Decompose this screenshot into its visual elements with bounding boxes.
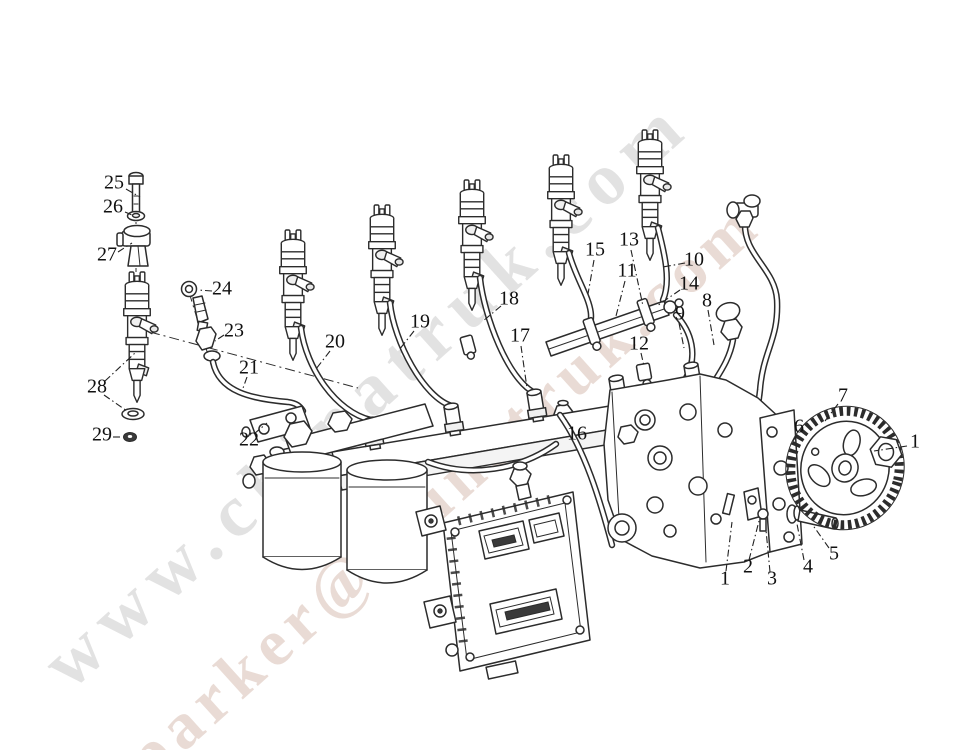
- part-label-17: 17: [510, 325, 530, 347]
- leader-line-16: [563, 416, 573, 429]
- leader-line-25: [125, 188, 141, 198]
- banjo-fitting: [726, 194, 761, 228]
- pipe-clamp: [459, 334, 477, 360]
- ecu-connector-3: [489, 588, 563, 635]
- leader-line-24: [197, 289, 213, 292]
- part-label-7: 7: [838, 385, 848, 407]
- rail-bracket: [241, 405, 311, 443]
- leader-line-15: [587, 259, 595, 295]
- part-label-4: 4: [803, 556, 813, 578]
- leader-line-18: [482, 305, 502, 322]
- connector-nut: [195, 326, 221, 362]
- leader-line-6: [788, 434, 798, 448]
- injector-clamp: [116, 224, 151, 267]
- ecu-top-sensor: [509, 461, 532, 501]
- part-label-16: 16: [567, 423, 587, 445]
- leader-line-8: [707, 309, 715, 346]
- fuel-filters: [262, 403, 616, 584]
- injector-exploded: [123, 271, 159, 403]
- part-label-1: 1: [910, 431, 920, 453]
- filter-cartridge-2: [346, 459, 428, 584]
- injector-1: [279, 229, 315, 361]
- leader-line-28: [103, 394, 128, 412]
- filter-cartridge-1: [262, 451, 342, 571]
- leader-line-1: [725, 521, 733, 572]
- hold-down-bolt: [128, 171, 144, 215]
- part-label-27: 27: [97, 244, 117, 266]
- ecu: [415, 461, 591, 680]
- leader-line-23: [214, 334, 225, 342]
- injection-pump: [603, 373, 839, 569]
- part-label-8: 8: [702, 290, 712, 312]
- ecu-connector-1: [478, 520, 530, 560]
- part-label-21: 21: [239, 357, 259, 379]
- leader-line-3: [765, 529, 771, 573]
- part-label-15: 15: [585, 239, 605, 261]
- bolt-washer: [126, 210, 146, 222]
- leader-line-26: [124, 211, 133, 216]
- leader-line-2: [748, 520, 760, 561]
- gear-nut: [869, 436, 903, 468]
- part-label-28: 28: [87, 376, 107, 398]
- leader-line-22: [253, 422, 268, 435]
- part-label-9: 9: [675, 303, 685, 325]
- nozzle-seal: [123, 432, 137, 442]
- leader-line-4: [796, 523, 805, 561]
- leader-line-28: [104, 352, 136, 382]
- part-label-19: 19: [410, 311, 430, 333]
- part-label-3: 3: [767, 568, 777, 590]
- part-label-29: 29: [92, 424, 112, 446]
- rail-clamp-a: [582, 316, 602, 351]
- leader-line-21: [241, 376, 248, 392]
- part-label-23: 23: [224, 320, 244, 342]
- part-label-1: 1: [720, 568, 730, 590]
- part-label-20: 20: [325, 331, 345, 353]
- leader-line-1: [873, 445, 908, 452]
- part-label-10: 10: [684, 249, 704, 271]
- timing-gear: [785, 405, 905, 531]
- leader-line-10: [662, 262, 686, 268]
- part-label-11: 11: [617, 260, 636, 282]
- leader-line-9: [678, 322, 685, 349]
- part-label-2: 2: [743, 556, 753, 578]
- ecu-connector-2: [528, 512, 565, 544]
- exploded-injector-group: [116, 171, 359, 442]
- injector-washer: [121, 407, 145, 421]
- leader-line-5: [811, 523, 830, 549]
- part-label-26: 26: [103, 196, 123, 218]
- part-label-12: 12: [629, 333, 649, 355]
- part-label-18: 18: [499, 288, 519, 310]
- seal-ring: [180, 280, 198, 298]
- leader-line-19: [398, 330, 415, 351]
- part-label-14: 14: [679, 273, 699, 295]
- leader-line-14: [656, 289, 681, 307]
- leader-line-17: [520, 345, 528, 389]
- part-label-24: 24: [212, 278, 232, 300]
- part-label-22: 22: [239, 429, 259, 451]
- pressure-sensor: [715, 301, 743, 341]
- part-label-5: 5: [829, 543, 839, 565]
- leader-line-27: [117, 242, 133, 253]
- ecu-mounts: [415, 505, 519, 680]
- leader-line-12: [640, 352, 645, 367]
- leader-line-7: [824, 403, 839, 422]
- part-label-13: 13: [619, 229, 639, 251]
- timing-gear-group: [785, 405, 905, 531]
- part-label-6: 6: [794, 416, 804, 438]
- leader-line-11: [615, 280, 626, 317]
- leader-line-13: [630, 249, 644, 307]
- rail-end-bolt: [663, 298, 684, 314]
- rail-clamp-b: [636, 297, 656, 332]
- leader-line-20: [315, 350, 331, 370]
- part-label-25: 25: [104, 172, 124, 194]
